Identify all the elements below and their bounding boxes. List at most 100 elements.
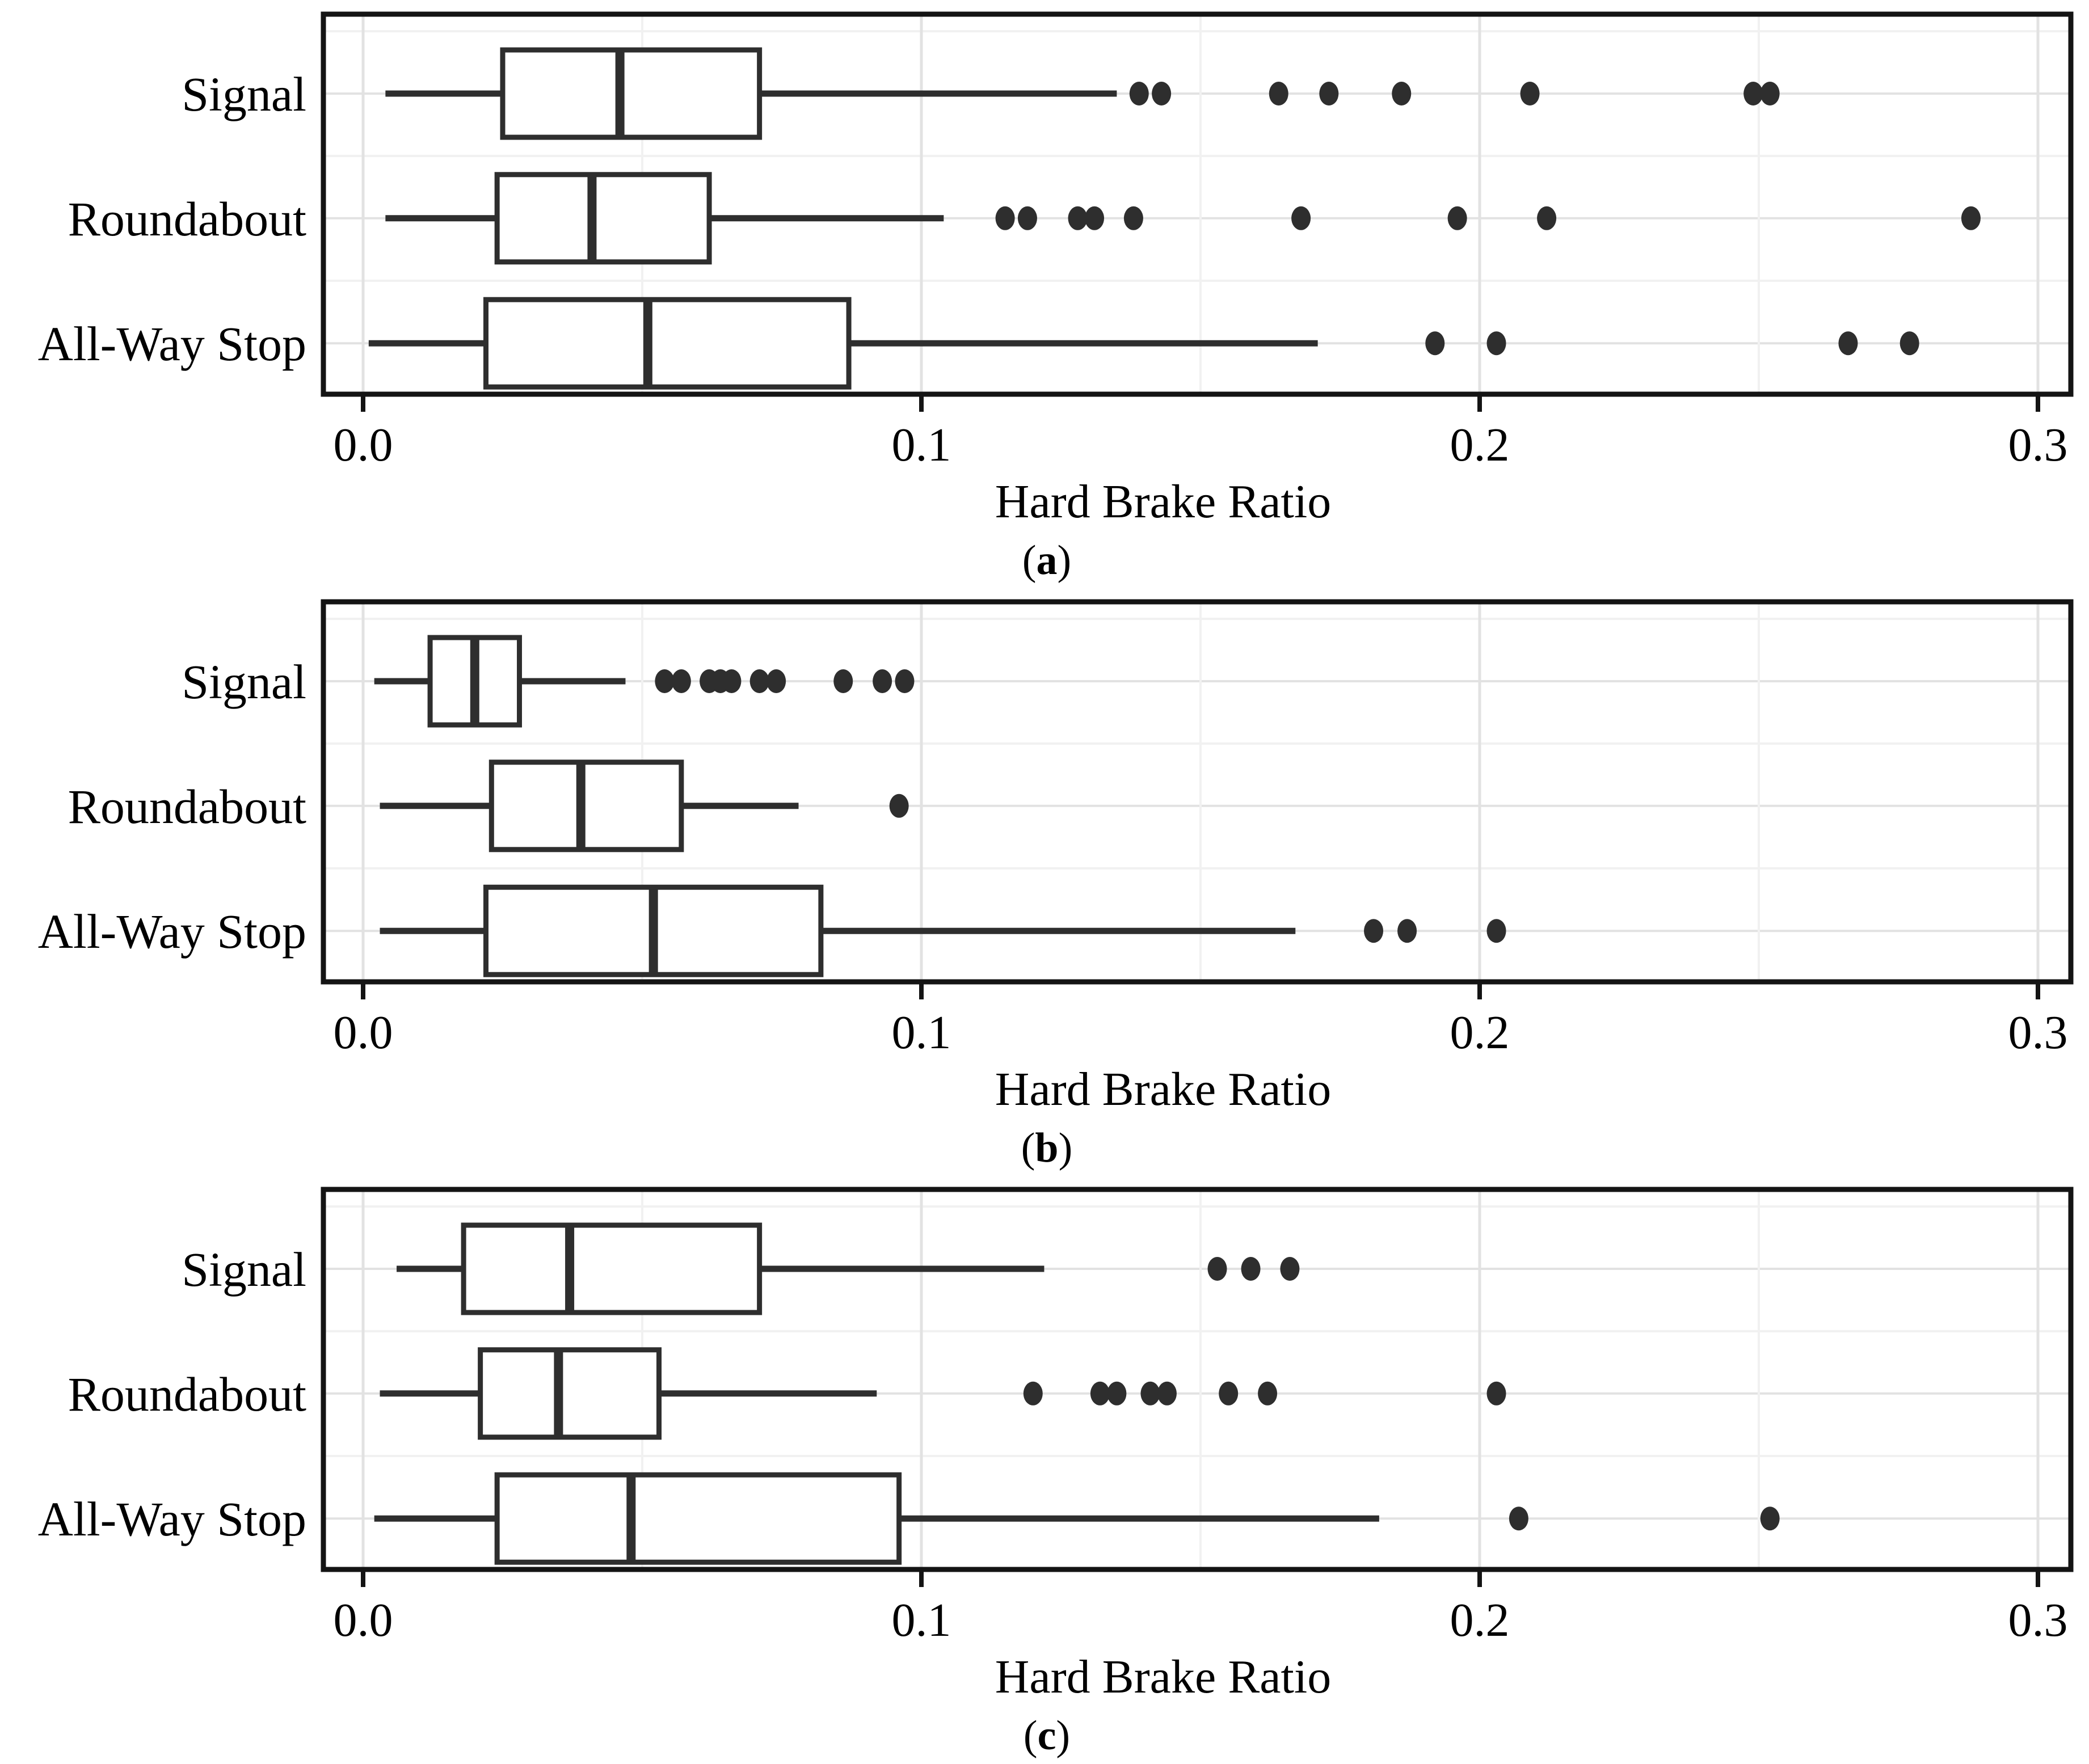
- outlier-dot: [1961, 206, 1981, 230]
- x-axis-title: Hard Brake Ratio: [995, 1063, 1331, 1116]
- outlier-dot: [995, 206, 1015, 230]
- iqr-box: [488, 759, 684, 853]
- outlier-dot: [1140, 1381, 1160, 1406]
- outlier-dot: [889, 794, 909, 818]
- x-tick-label: 0.0: [334, 1006, 393, 1059]
- boxplot-signal: [385, 47, 1780, 140]
- outlier-dot: [1520, 82, 1540, 106]
- panel-border: [321, 1187, 2074, 1572]
- outlier-dot: [1269, 82, 1288, 106]
- iqr-box: [494, 1472, 902, 1565]
- x-tick-label: 0.2: [1450, 1006, 1510, 1059]
- outlier-dot: [749, 669, 769, 694]
- category-label: Signal: [182, 1242, 306, 1297]
- outlier-dot: [1486, 919, 1506, 943]
- boxplot-all-way-stop: [380, 884, 1506, 977]
- x-tick-label: 0.3: [2008, 1594, 2068, 1647]
- outlier-dot: [873, 669, 892, 694]
- category-label: Signal: [182, 655, 306, 709]
- panel-tag-paren-open: (: [1021, 1125, 1035, 1171]
- outlier-dot: [1280, 1257, 1300, 1281]
- x-tick-label: 0.1: [892, 1006, 951, 1059]
- iqr-box: [494, 172, 712, 265]
- category-label: All-Way Stop: [38, 1492, 306, 1546]
- panel-tag-letter: a: [1037, 537, 1058, 584]
- outlier-dot: [766, 669, 786, 694]
- panel-border: [321, 599, 2074, 985]
- outlier-dot: [1425, 331, 1445, 356]
- x-tick-label: 0.2: [1450, 1594, 1510, 1647]
- outlier-dot: [1017, 206, 1037, 230]
- outlier-dot: [1068, 206, 1088, 230]
- category-label: Roundabout: [68, 779, 307, 834]
- panel-tag: (b): [1021, 1125, 1072, 1171]
- boxplot-signal: [397, 1222, 1300, 1315]
- outlier-dot: [671, 669, 691, 694]
- outlier-dot: [1537, 206, 1557, 230]
- x-tick-label: 0.1: [892, 1594, 951, 1647]
- panel-border: [321, 11, 2074, 397]
- x-tick-label: 0.0: [334, 1594, 393, 1647]
- outlier-dot: [1900, 331, 1919, 356]
- category-label: Signal: [182, 67, 306, 121]
- outlier-dot: [1085, 206, 1105, 230]
- outlier-dot: [722, 669, 742, 694]
- outlier-dot: [1241, 1257, 1261, 1281]
- panel-tag: (a): [1022, 537, 1071, 584]
- outlier-dot: [1364, 919, 1384, 943]
- boxplot-all-way-stop: [368, 297, 1919, 390]
- x-tick-label: 0.3: [2008, 1006, 2068, 1059]
- outlier-dot: [1397, 919, 1417, 943]
- outlier-dot: [1760, 1506, 1780, 1531]
- iqr-box: [500, 47, 763, 140]
- outlier-dot: [1486, 331, 1506, 356]
- outlier-dot: [1392, 82, 1412, 106]
- boxplot-all-way-stop: [374, 1472, 1780, 1565]
- boxplot-roundabout: [380, 759, 909, 853]
- boxplot-signal: [374, 635, 915, 728]
- x-axis-title: Hard Brake Ratio: [995, 475, 1331, 528]
- outlier-dot: [1219, 1381, 1239, 1406]
- outlier-dot: [1838, 331, 1858, 356]
- outlier-dot: [895, 669, 915, 694]
- category-label: All-Way Stop: [38, 316, 306, 371]
- category-label: Roundabout: [68, 1367, 307, 1421]
- panel-tag-paren-close: ): [1056, 1712, 1070, 1759]
- category-label: Roundabout: [68, 192, 307, 246]
- outlier-dot: [1207, 1257, 1227, 1281]
- panel-tag-paren-close: ): [1058, 537, 1072, 584]
- outlier-dot: [1319, 82, 1339, 106]
- iqr-box: [483, 297, 852, 390]
- panel-tag-paren-close: ): [1059, 1125, 1073, 1171]
- outlier-dot: [1157, 1381, 1177, 1406]
- iqr-box: [478, 1347, 662, 1440]
- boxplot-roundabout: [380, 1347, 1506, 1440]
- outlier-dot: [1090, 1381, 1110, 1406]
- x-tick-label: 0.3: [2008, 419, 2068, 471]
- x-axis-title: Hard Brake Ratio: [995, 1651, 1331, 1703]
- outlier-dot: [1486, 1381, 1506, 1406]
- outlier-dot: [1760, 82, 1780, 106]
- panel-tag: (c): [1024, 1712, 1070, 1759]
- outlier-dot: [1107, 1381, 1127, 1406]
- outlier-dot: [1123, 206, 1143, 230]
- outlier-dot: [1743, 82, 1763, 106]
- outlier-dot: [1258, 1381, 1278, 1406]
- category-label: All-Way Stop: [38, 904, 306, 959]
- boxplot-roundabout: [385, 172, 1981, 265]
- panel-tag-letter: b: [1035, 1125, 1058, 1171]
- outlier-dot: [1291, 206, 1311, 230]
- x-tick-label: 0.0: [334, 419, 393, 471]
- outlier-dot: [833, 669, 853, 694]
- outlier-dot: [1152, 82, 1172, 106]
- outlier-dot: [655, 669, 675, 694]
- outlier-dot: [1023, 1381, 1043, 1406]
- outlier-dot: [1129, 82, 1149, 106]
- x-tick-label: 0.1: [892, 419, 951, 471]
- iqr-box: [461, 1222, 763, 1315]
- x-tick-label: 0.2: [1450, 419, 1510, 471]
